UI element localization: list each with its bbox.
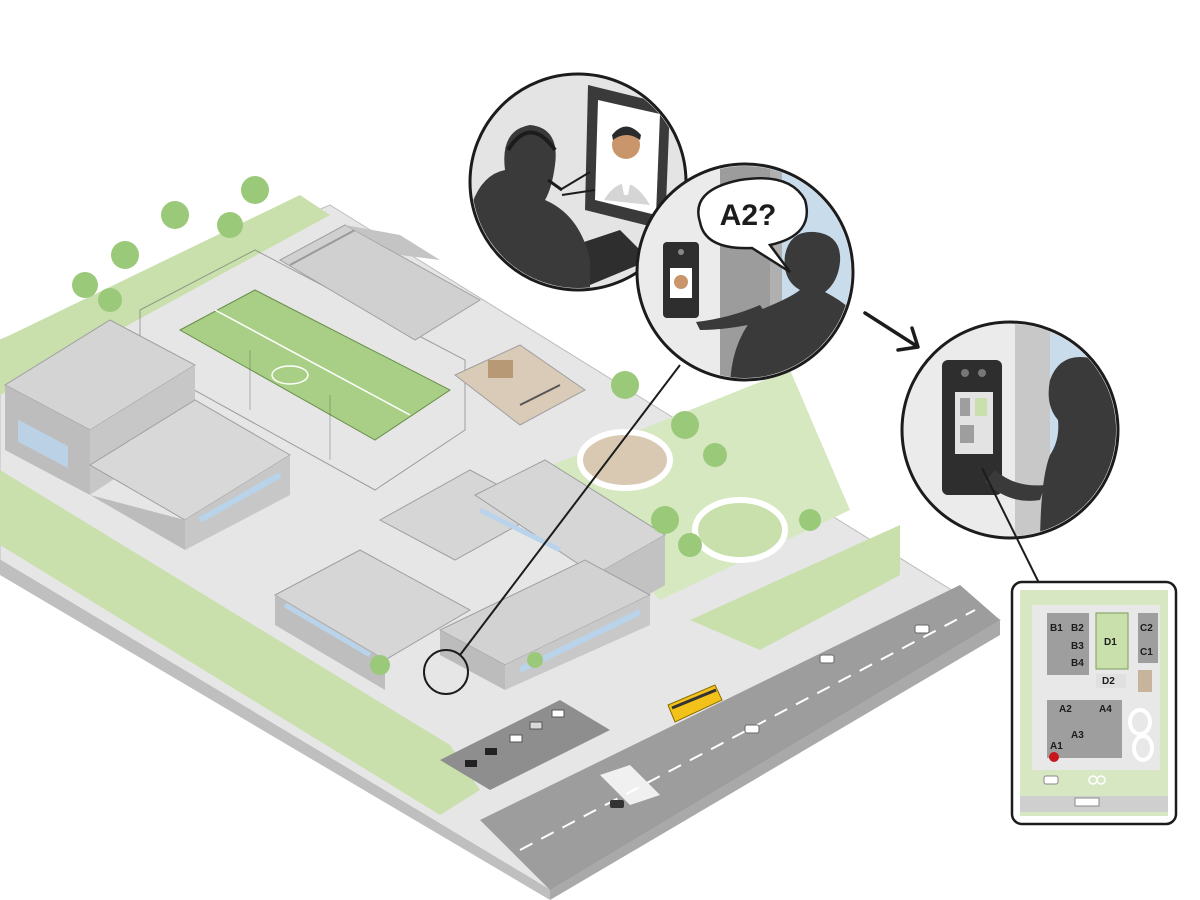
speech-bubble xyxy=(697,176,808,274)
map-label-a4: A4 xyxy=(1099,704,1112,715)
bleachers xyxy=(278,224,481,341)
building-gym xyxy=(3,319,291,550)
map-label-d1: D1 xyxy=(1104,637,1117,648)
operator-callout xyxy=(468,72,688,292)
car xyxy=(610,800,624,808)
site-map-panel: B1 B2 B3 B4 D1 D2 C1 C2 A1 A2 A3 A4 xyxy=(1010,580,1178,826)
map-label-c2: C2 xyxy=(1140,623,1153,634)
map-label-b2: B2 xyxy=(1071,623,1084,634)
car xyxy=(819,654,835,664)
headset-icon xyxy=(547,178,563,192)
parking-lot xyxy=(440,700,610,790)
trees xyxy=(72,176,821,675)
map-label-c1: C1 xyxy=(1140,647,1153,658)
visitor-callout: A2? xyxy=(635,162,855,382)
map-label-d2: D2 xyxy=(1102,676,1115,687)
you-are-here-marker xyxy=(1049,752,1059,762)
sports-field xyxy=(139,249,466,491)
map-label-b3: B3 xyxy=(1071,641,1084,652)
map-label-a1: A1 xyxy=(1050,741,1063,752)
speech-bubble-text: A2? xyxy=(720,199,777,232)
caller-face-icon xyxy=(612,131,640,159)
walking-path xyxy=(577,429,788,563)
entrance-highlight xyxy=(423,364,681,695)
street xyxy=(480,585,1000,890)
map-label-a2: A2 xyxy=(1059,704,1072,715)
crosswalk xyxy=(600,765,660,805)
map-building-b xyxy=(1047,613,1089,675)
map-building-c xyxy=(1138,613,1158,663)
playground xyxy=(454,344,586,426)
map-car-icon xyxy=(1043,775,1059,785)
map-label-b1: B1 xyxy=(1050,623,1063,634)
map-building-a xyxy=(1047,700,1122,758)
car xyxy=(914,624,930,634)
map-bus-icon xyxy=(1074,797,1100,807)
map-label-b4: B4 xyxy=(1071,658,1084,669)
flow-arrow xyxy=(863,311,920,352)
map-field-d1 xyxy=(1095,612,1129,670)
building-classrooms xyxy=(273,459,666,690)
map-label-a3: A3 xyxy=(1071,730,1084,741)
car xyxy=(744,724,760,734)
school-bus xyxy=(667,684,723,723)
intercom-map-callout xyxy=(900,320,1120,586)
